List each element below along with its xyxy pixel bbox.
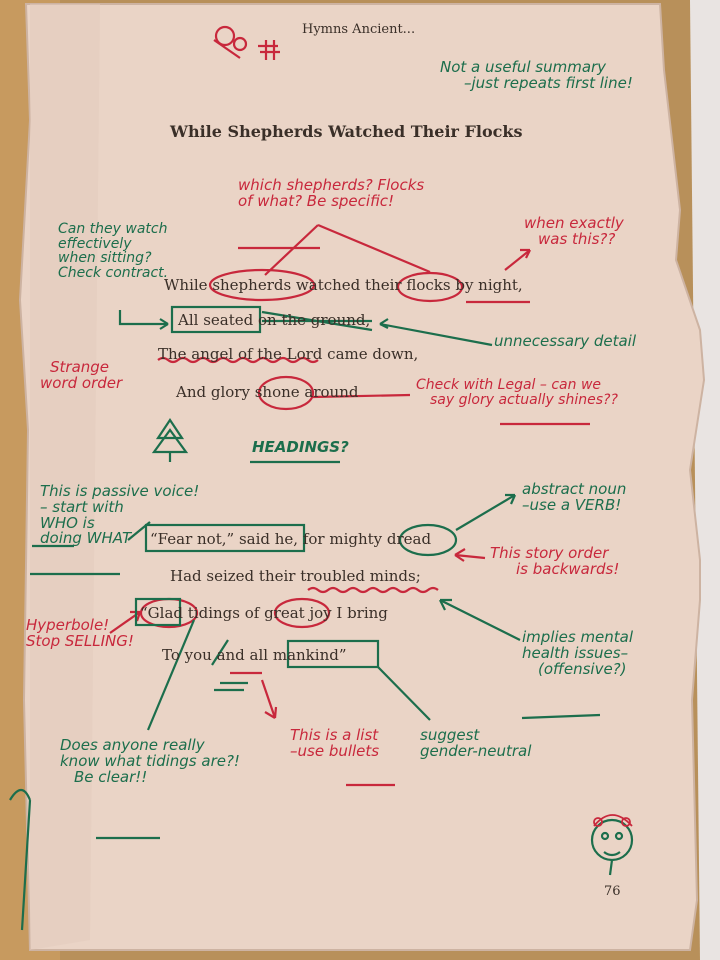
note-hyperbole: Hyperbole! Stop SELLING!	[26, 616, 134, 650]
note-headings: HEADINGS?	[252, 438, 349, 456]
verse-line-3: The angel of the Lord came down,	[158, 345, 419, 363]
hymn-title: While Shepherds Watched Their Flocks	[170, 122, 523, 141]
note-tidings: Does anyone really know what tidings are…	[60, 736, 240, 786]
page-number: 76	[604, 884, 621, 899]
note-strange-order: Strange word order	[40, 358, 123, 392]
verse-line-7: “Glad tidings of great joy I bring	[140, 604, 388, 622]
verse-line-8: To you and all mankind”	[162, 646, 347, 664]
note-watch-sitting: Can they watch effectively when sitting?…	[58, 221, 169, 282]
verse-line-2: All seated on the ground,	[178, 311, 371, 329]
note-check-legal: Check with Legal – can we say glory actu…	[416, 377, 618, 408]
note-story-order: This story order is backwards!	[490, 544, 620, 578]
note-gender-neutral: suggest gender-neutral	[420, 726, 532, 760]
book-page	[18, 3, 706, 951]
note-title-summary: Not a useful summary –just repeats first…	[440, 58, 633, 92]
note-unnecessary-detail: unnecessary detail	[494, 332, 637, 350]
note-list-bullets: This is a list –use bullets	[290, 726, 380, 760]
note-which-shepherds: which shepherds? Flocks of what? Be spec…	[238, 176, 425, 210]
note-when-exactly: when exactly was this??	[524, 214, 624, 248]
verse-line-1: While shepherds watched their flocks by …	[164, 276, 523, 294]
note-abstract-noun: abstract noun –use a VERB!	[522, 480, 627, 514]
verse-line-4: And glory shone around	[176, 383, 359, 401]
note-mental-health: implies mental health issues– (offensive…	[522, 628, 634, 678]
verse-line-6: Had seized their troubled minds;	[170, 567, 421, 585]
verse-line-5: “Fear not,” said he, for mighty dread	[150, 530, 432, 548]
running-head: Hymns Ancient...	[302, 22, 416, 37]
note-passive-voice: This is passive voice! – start with WHO …	[40, 482, 200, 548]
